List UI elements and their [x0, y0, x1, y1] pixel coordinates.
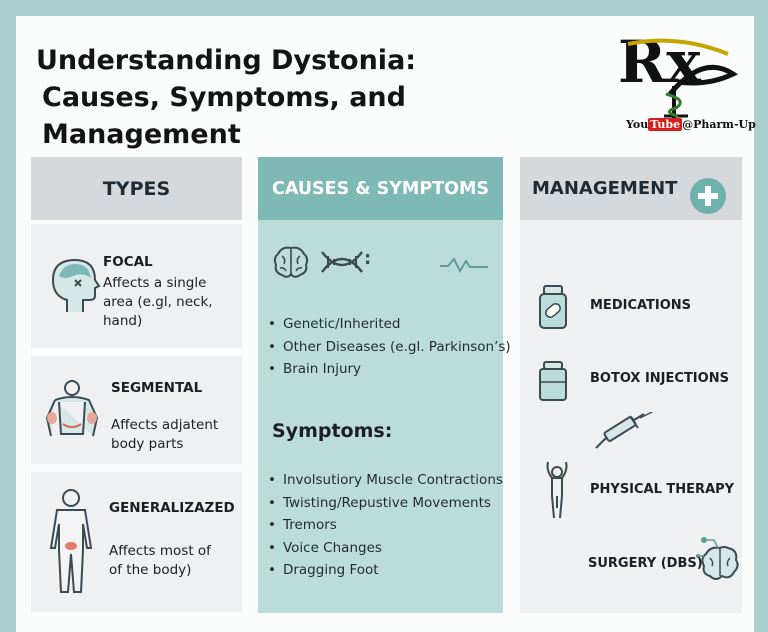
cause-item: Brain Injury — [268, 358, 511, 381]
syringe-icon — [595, 412, 654, 449]
brain-circuit-icon — [696, 537, 739, 580]
type-name-segmental: SEGMENTAL — [111, 380, 203, 396]
management-surgery: SURGERY (DBS) — [588, 556, 703, 571]
brain-icon — [273, 246, 309, 278]
cause-item: Other Diseases (e.gl. Parkinson’s) — [268, 336, 511, 359]
cause-item: Genetic/Inherited — [268, 313, 511, 336]
rx-logo-icon: Rx — [618, 28, 739, 118]
page-title: Understanding Dystonia: Causes, Symptoms… — [36, 42, 596, 153]
types-heading: TYPES — [31, 157, 242, 220]
symptoms-heading: Symptoms: — [272, 420, 393, 442]
symptom-item: Tremors — [268, 514, 503, 537]
head-icon — [51, 258, 101, 312]
type-name-generalized: GENERALIZAZED — [109, 500, 235, 516]
causes-heading: CAUSES & SYMPTOMS — [258, 157, 503, 220]
title-line-1: Understanding Dystonia: — [36, 45, 417, 76]
type-card-generalized: GENERALIZAZED Affects most of of the bod… — [31, 472, 242, 612]
type-desc-generalized: Affects most of of the body) — [109, 543, 211, 578]
symptom-item: Voice Changes — [268, 537, 503, 560]
causes-list: Genetic/Inherited Other Diseases (e.gl. … — [268, 313, 511, 381]
symptom-item: Involsutiory Muscle Contractions — [268, 469, 503, 492]
icon-separator: : — [364, 248, 372, 269]
management-botox: BOTOX INJECTIONS — [590, 371, 729, 386]
type-card-segmental: SEGMENTAL Affects adjatent body parts — [31, 356, 242, 464]
management-medications: MEDICATIONS — [590, 298, 692, 313]
yt-tube: Tube — [648, 118, 683, 131]
symptoms-list: Involsutiory Muscle Contractions Twistin… — [268, 469, 503, 582]
yt-you: You — [626, 118, 649, 131]
dna-icon — [321, 251, 363, 273]
symptom-item: Twisting/Repustive Movements — [268, 492, 503, 515]
symptom-item: Dragging Foot — [268, 559, 503, 582]
stretching-person-icon — [546, 461, 568, 519]
pill-bottle-icon — [539, 285, 567, 329]
type-name-focal: FOCAL — [103, 254, 153, 270]
type-desc-segmental: Affects adjatent body parts — [111, 417, 219, 452]
torso-icon — [45, 380, 99, 437]
type-card-focal: FOCAL Affects a single area (e.gl, neck,… — [31, 224, 242, 348]
yt-handle: @Pharm-Up — [682, 118, 756, 131]
rx-letters: Rx — [618, 28, 701, 96]
body-icon — [49, 489, 93, 593]
vial-icon — [539, 361, 567, 401]
tremor-wave-icon — [440, 257, 488, 274]
management-physical-therapy: PHYSICAL THERAPY — [590, 482, 735, 497]
type-desc-focal: Affects a single area (e.gl, neck, hand) — [103, 275, 213, 329]
plus-icon — [690, 178, 726, 214]
title-line-2: Causes, Symptoms, and Management — [42, 82, 406, 150]
